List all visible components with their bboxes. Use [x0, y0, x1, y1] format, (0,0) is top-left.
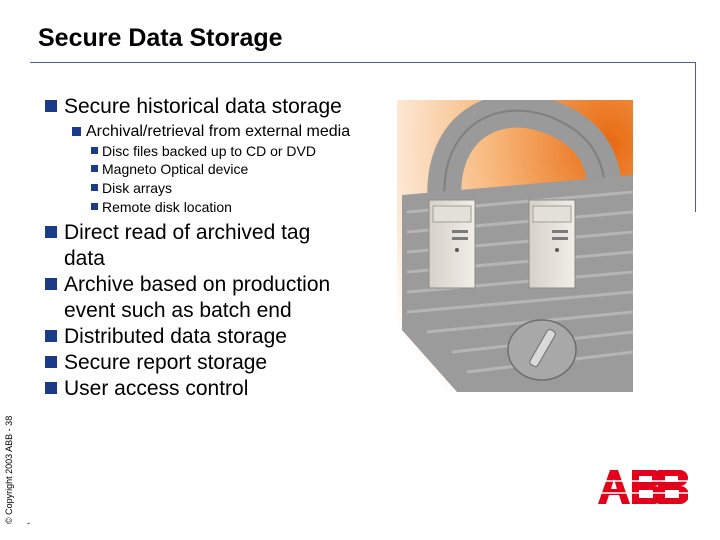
bullet-text: Distributed data storage — [64, 325, 287, 348]
sub-sub-bullet-text: Disk arrays — [102, 180, 173, 196]
bullet-direct-read: Direct read of archived tag data — [42, 220, 334, 272]
bullet-text: Secure report storage — [64, 351, 268, 374]
bullet-text: User access control — [64, 377, 249, 400]
footer-tick: - — [27, 518, 30, 528]
title-rule — [30, 62, 696, 63]
padlock-servers-image — [397, 100, 633, 392]
side-rule — [695, 62, 696, 212]
slide-title: Secure Data Storage — [38, 24, 283, 52]
bullet-distributed: Distributed data storage — [42, 324, 402, 350]
sub-sub-bullet-disk-arrays: Disk arrays — [87, 179, 402, 198]
bullet-text: Secure historical data storage — [64, 95, 342, 118]
sub-bullet-archival: Archival/retrieval from external media — [69, 122, 402, 142]
sub-sub-bullet-text: Remote disk location — [102, 199, 232, 215]
bullet-text: Archive based on production event such a… — [64, 273, 331, 322]
sub-sub-bullet-remote: Remote disk location — [87, 198, 402, 217]
bullet-archive-event: Archive based on production event such a… — [42, 272, 334, 324]
sub-sub-bullet-magneto: Magneto Optical device — [87, 160, 402, 179]
bullet-user-access: User access control — [42, 376, 402, 402]
copyright-text: © Copyright 2003 ABB - 38 — [4, 415, 14, 524]
sub-sub-bullet-cd-dvd: Disc files backed up to CD or DVD — [87, 142, 402, 160]
bullet-text: Direct read of archived tag data — [64, 221, 311, 270]
sub-sub-bullet-text: Magneto Optical device — [102, 161, 249, 177]
sub-sub-bullet-text: Disc files backed up to CD or DVD — [102, 143, 316, 159]
sub-bullet-text: Archival/retrieval from external media — [86, 123, 351, 140]
bullet-secure-report: Secure report storage — [42, 350, 402, 376]
server-icon — [528, 199, 576, 289]
bullet-secure-historical: Secure historical data storage — [42, 94, 402, 120]
abb-logo — [596, 470, 688, 504]
server-icon — [428, 199, 476, 289]
bullet-list: Secure historical data storage Archival/… — [42, 94, 402, 402]
